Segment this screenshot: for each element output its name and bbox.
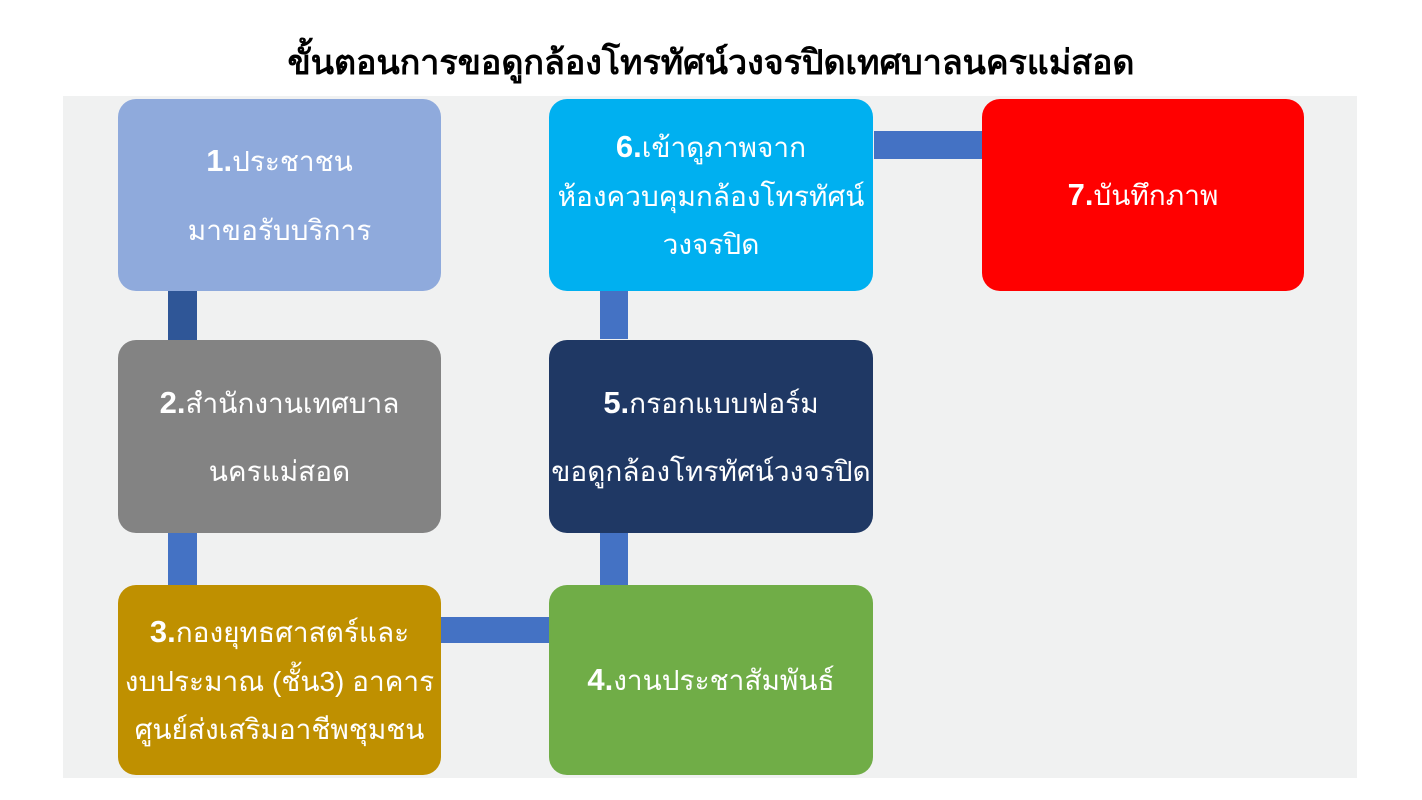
step-2-number: 2. (159, 384, 186, 420)
step-1-line-1: 1.ประชาชน (206, 142, 353, 180)
step-6-number: 6. (615, 128, 642, 164)
step-5-label: กรอกแบบฟอร์ม (629, 387, 819, 419)
step-4-number: 4. (587, 662, 614, 698)
flow-step-4-box: 4.งานประชาสัมพันธ์ (549, 585, 873, 775)
step-2-line-1: 2.สำนักงานเทศบาล (160, 384, 400, 422)
step-4-line-1: 4.งานประชาสัมพันธ์ (587, 661, 834, 699)
diagram-title: ขั้นตอนการขอดูกล้องโทรทัศน์วงจรปิดเทศบาล… (287, 44, 1135, 82)
connector-step2-step3 (168, 533, 197, 586)
step-6-line-3: วงจรปิด (662, 228, 760, 260)
connector-step3-step4 (441, 617, 550, 643)
step-7-label: บันทึกภาพ (1093, 180, 1219, 212)
step-1-number: 1. (206, 143, 233, 179)
step-3-label: กองยุทธศาสตร์และ (175, 616, 410, 648)
flow-step-3-box: 3.กองยุทธศาสตร์และ งบประมาณ (ชั้น3) อาคา… (118, 585, 441, 775)
step-1-label: ประชาชน (232, 146, 353, 178)
step-5-line-1: 5.กรอกแบบฟอร์ม (603, 384, 818, 422)
step-7-line-1: 7.บันทึกภาพ (1068, 176, 1219, 214)
connector-step6-step7 (874, 131, 983, 159)
step-2-label: สำนักงานเทศบาล (185, 387, 400, 419)
step-1-line-2: มาขอรับบริการ (187, 214, 372, 246)
step-7-number: 7. (1067, 177, 1094, 213)
step-3-line-1: 3.กองยุทธศาสตร์และ (150, 613, 409, 651)
step-6-line-2: ห้องควบคุมกล้องโทรทัศน์ (557, 180, 865, 212)
connector-step5-step6 (600, 291, 628, 339)
flow-step-7-box: 7.บันทึกภาพ (982, 99, 1304, 291)
step-3-number: 3. (149, 613, 176, 649)
step-6-line-1: 6.เข้าดูภาพจาก (616, 128, 806, 166)
flow-step-5-box: 5.กรอกแบบฟอร์ม ขอดูกล้องโทรทัศน์วงจรปิด (549, 340, 873, 533)
step-3-line-2: งบประมาณ (ชั้น3) อาคาร (124, 665, 435, 697)
connector-step4-step5 (600, 533, 628, 586)
connector-step1-step2 (168, 291, 197, 341)
flow-step-6-box: 6.เข้าดูภาพจาก ห้องควบคุมกล้องโทรทัศน์ ว… (549, 99, 873, 291)
step-5-line-2: ขอดูกล้องโทรทัศน์วงจรปิด (551, 456, 871, 488)
step-3-line-3: ศูนย์ส่งเสริมอาชีพชุมชน (134, 713, 425, 745)
flow-step-1-box: 1.ประชาชน มาขอรับบริการ (118, 99, 441, 291)
step-6-label: เข้าดูภาพจาก (641, 131, 807, 163)
step-5-number: 5. (603, 384, 630, 420)
step-4-label: งานประชาสัมพันธ์ (613, 665, 835, 697)
step-2-line-2: นครแม่สอด (208, 456, 351, 488)
flow-step-2-box: 2.สำนักงานเทศบาล นครแม่สอด (118, 340, 441, 533)
